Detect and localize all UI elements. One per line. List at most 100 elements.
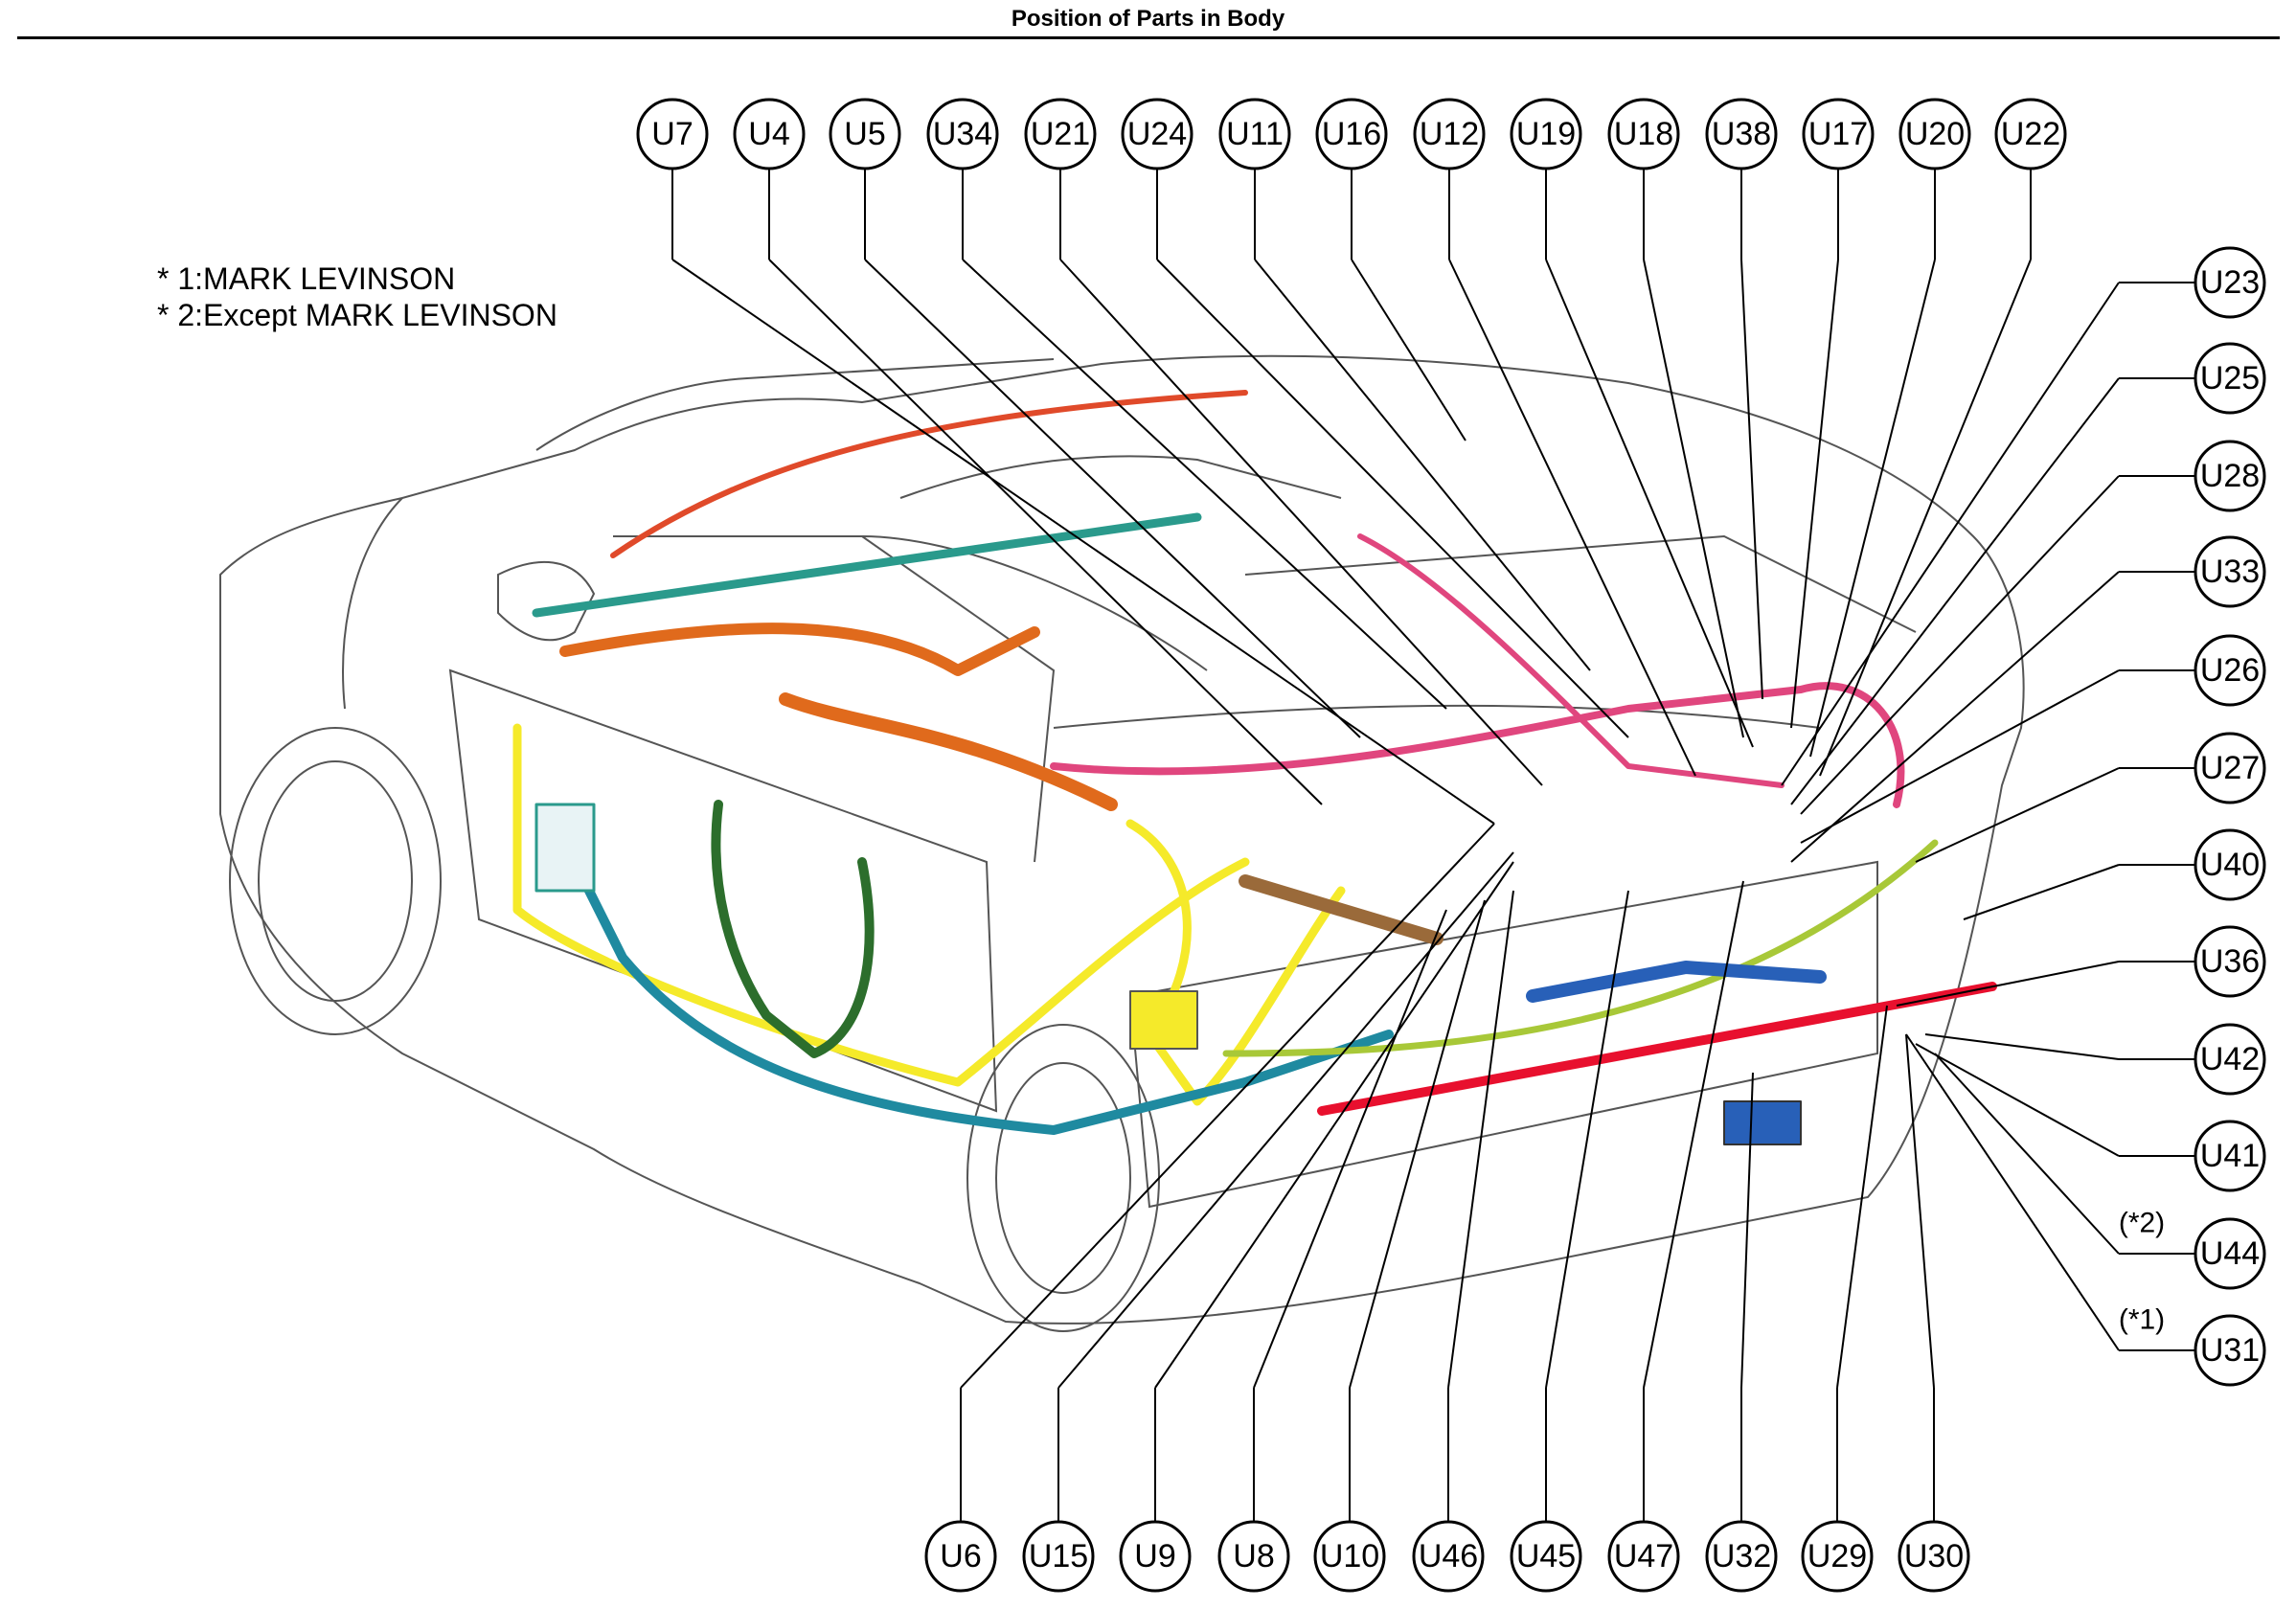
callout-u21-text: U21 — [1031, 116, 1090, 152]
callout-u28[interactable]: U28 — [2194, 440, 2266, 512]
callout-u9[interactable]: U9 — [1119, 1520, 1192, 1593]
callout-u29-circle — [1801, 1520, 1874, 1593]
callout-u45[interactable]: U45 — [1510, 1520, 1582, 1593]
harness-blue-console — [1526, 961, 1827, 1003]
callout-u47[interactable]: U47 — [1607, 1520, 1680, 1593]
leader-u21-diag — [1059, 259, 1543, 786]
callout-u10[interactable]: U10 — [1313, 1520, 1386, 1593]
harness-orange-roof — [559, 623, 1040, 676]
callout-u8-circle — [1217, 1520, 1290, 1593]
notes: * 1:MARK LEVINSON* 2:Except MARK LEVINSO… — [157, 260, 557, 333]
callout-u41-text: U41 — [2200, 1138, 2260, 1174]
callout-u18[interactable]: U18 — [1607, 98, 1680, 170]
leader-u42-diag — [1924, 1033, 2120, 1060]
callout-u32[interactable]: U32 — [1705, 1520, 1778, 1593]
leader-u47-diag — [1643, 880, 1744, 1389]
callout-u28-text: U28 — [2200, 458, 2260, 494]
leader-u20-diag — [1809, 259, 1936, 758]
callout-u16-circle — [1315, 98, 1388, 170]
leader-u12-diag — [1448, 259, 1696, 777]
callout-u21-circle — [1024, 98, 1097, 170]
leader-u17-diag — [1790, 259, 1839, 729]
callout-u38-text: U38 — [1712, 116, 1771, 152]
leader-u26-diag — [1800, 669, 2120, 844]
leader-u6-diag — [960, 823, 1495, 1389]
callout-u23[interactable]: U23 — [2194, 246, 2266, 319]
callout-u20[interactable]: U20 — [1898, 98, 1971, 170]
callout-u12[interactable]: U12 — [1413, 98, 1486, 170]
callout-u27[interactable]: U27 — [2194, 732, 2266, 804]
callout-u8[interactable]: U8 — [1217, 1520, 1290, 1593]
callout-u19[interactable]: U19 — [1510, 98, 1582, 170]
callout-u33-text: U33 — [2200, 554, 2260, 590]
callout-u26[interactable]: U26 — [2194, 634, 2266, 707]
callout-u44[interactable]: U44 — [2194, 1217, 2266, 1290]
leader-u22-diag — [1819, 259, 2032, 777]
callout-u21[interactable]: U21 — [1024, 98, 1097, 170]
leader-u38-diag — [1740, 259, 1763, 700]
harness-teal-floor — [570, 857, 1394, 1135]
callout-u11[interactable]: U11 — [1218, 98, 1291, 170]
callout-u38[interactable]: U38 — [1705, 98, 1778, 170]
callout-u4-circle — [733, 98, 806, 170]
callout-u33[interactable]: U33 — [2194, 535, 2266, 608]
leader-u29-diag — [1836, 1005, 1888, 1389]
leader-u32-diag — [1740, 1072, 1754, 1389]
harness-orange-side — [779, 692, 1118, 811]
callout-u7[interactable]: U7 — [636, 98, 709, 170]
callout-u42-text: U42 — [2200, 1041, 2260, 1077]
callout-u5[interactable]: U5 — [829, 98, 901, 170]
callout-u27-circle — [2194, 732, 2266, 804]
callout-u18-text: U18 — [1614, 116, 1673, 152]
callout-u24[interactable]: U24 — [1121, 98, 1193, 170]
callout-u23-circle — [2194, 246, 2266, 319]
callout-u31-circle — [2194, 1314, 2266, 1387]
callout-u34[interactable]: U34 — [926, 98, 999, 170]
callout-u40[interactable]: U40 — [2194, 828, 2266, 901]
title-divider — [17, 36, 2280, 39]
leader-u11-diag — [1254, 259, 1591, 671]
callout-u40-circle — [2194, 828, 2266, 901]
car-body-outline — [219, 354, 2025, 1332]
callout-u41[interactable]: U41 — [2194, 1120, 2266, 1192]
callout-u23-text: U23 — [2200, 264, 2260, 301]
callout-u4[interactable]: U4 — [733, 98, 806, 170]
leader-u7-diag — [671, 259, 1495, 825]
callout-leaders — [671, 169, 2195, 1522]
leader-u18-diag — [1643, 259, 1744, 738]
callout-u7-circle — [636, 98, 709, 170]
callout-u15[interactable]: U15 — [1022, 1520, 1095, 1593]
callout-u46[interactable]: U46 — [1412, 1520, 1485, 1593]
callout-u9-circle — [1119, 1520, 1192, 1593]
callout-u36[interactable]: U36 — [2194, 925, 2266, 998]
callout-u36-text: U36 — [2200, 943, 2260, 980]
callout-u29[interactable]: U29 — [1801, 1520, 1874, 1593]
callout-u4-text: U4 — [748, 116, 789, 152]
callout-u22[interactable]: U22 — [1994, 98, 2067, 170]
callout-u30[interactable]: U30 — [1898, 1520, 1970, 1593]
callout-u6[interactable]: U6 — [924, 1520, 997, 1593]
callout-u15-text: U15 — [1029, 1538, 1088, 1574]
callout-u10-circle — [1313, 1520, 1386, 1593]
leader-u23-diag — [1781, 282, 2120, 786]
callout-u24-text: U24 — [1127, 116, 1187, 152]
callout-u17[interactable]: U17 — [1802, 98, 1875, 170]
callout-u16[interactable]: U16 — [1315, 98, 1388, 170]
callout-u25[interactable]: U25 — [2194, 342, 2266, 415]
callout-u32-circle — [1705, 1520, 1778, 1593]
callout-u42-circle — [2194, 1023, 2266, 1096]
callout-u42[interactable]: U42 — [2194, 1023, 2266, 1096]
callout-u31[interactable]: U31 — [2194, 1314, 2266, 1387]
leader-u33-diag — [1790, 571, 2120, 863]
leader-u16-diag — [1351, 259, 1466, 442]
callout-u41-circle — [2194, 1120, 2266, 1192]
callout-u33-circle — [2194, 535, 2266, 608]
callout-u22-text: U22 — [2001, 116, 2060, 152]
callout-u26-circle — [2194, 634, 2266, 707]
callout-u20-circle — [1898, 98, 1971, 170]
callout-u22-circle — [1994, 98, 2067, 170]
leader-u41-diag — [1915, 1043, 2120, 1157]
callout-u11-circle — [1218, 98, 1291, 170]
leader-u10-diag — [1349, 899, 1486, 1389]
